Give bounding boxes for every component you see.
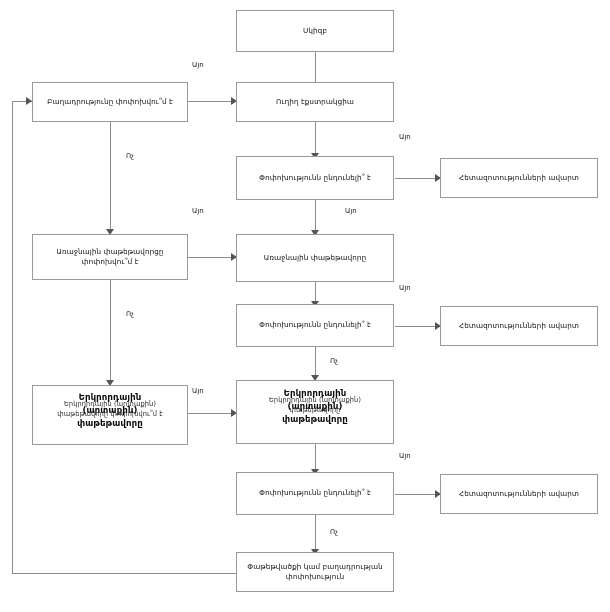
arrowhead-primarychanged-down	[106, 380, 114, 386]
node-research-end-3-label: Հետազոտությունների ավարտ	[458, 488, 579, 498]
edge-label-no-acceptable2: Ոչ	[330, 357, 338, 365]
edge-label-yes-start-to-composition: Այո	[192, 61, 204, 69]
node-change-acceptable-1-label: Փոփոխությունն ընդունելի՞ է	[259, 172, 371, 182]
node-pack-or-composition-change-label: Փաթեթվածքի կամ բաղադրության փոփոխություն	[247, 561, 383, 581]
arrowhead-composition-down	[106, 229, 114, 235]
arrowhead-primarychanged-to-primarypack	[231, 253, 237, 261]
node-composition-changed-label: Բաղադրությունը փոփոխվու՞մ է	[47, 96, 173, 106]
arrowhead-acceptable2-to-end2	[435, 322, 441, 330]
arrowhead-feedback-into-composition	[26, 97, 32, 105]
edge-label-no-composition-down: Ոչ	[126, 152, 134, 160]
node-research-end-1-label: Հետազոտությունների ավարտ	[458, 172, 579, 182]
node-research-end-2[interactable]: Հետազոտությունների ավարտ	[440, 306, 598, 346]
node-primary-pack-changed-label: Առաջնային փաթեթավորցը փոփոխվու՞մ է	[56, 246, 164, 266]
edge-label-yes-primary-changed: Այո	[192, 207, 204, 215]
edge-label-no-acceptable3: Ոչ	[330, 528, 338, 536]
arrowhead-composition-to-direct	[231, 97, 237, 105]
node-change-acceptable-1[interactable]: Փոփոխությունն ընդունելի՞ է	[236, 156, 394, 200]
arrowhead-acceptable1-down	[311, 230, 319, 236]
arrowhead-acceptable3-to-end3	[435, 490, 441, 498]
node-primary-pack-changed[interactable]: Առաջնային փաթեթավորցը փոփոխվու՞մ է	[32, 234, 188, 280]
connector-feedback-bottom	[12, 573, 236, 574]
edge-label-yes-acceptable2: Այո	[399, 284, 411, 292]
node-composition-changed[interactable]: Բաղադրությունը փոփոխվու՞մ է	[32, 82, 188, 122]
connector-start-to-direct	[315, 52, 316, 85]
node-secondary-pack-secondary-label: Երկրորդային (արտաքին) փաթեթավորը	[268, 396, 361, 414]
connector-composition-to-direct	[188, 101, 236, 102]
node-pack-or-composition-change[interactable]: Փաթեթվածքի կամ բաղադրության փոփոխություն	[236, 552, 394, 592]
node-secondary-pack-changed-primary-label: Երկրորդային (արտաքին) փաթեթավորը	[77, 393, 143, 429]
node-start[interactable]: Սկիզբ	[236, 10, 394, 52]
connector-composition-down	[110, 122, 111, 232]
connector-direct-to-acceptable1	[315, 122, 316, 156]
connector-acceptable3-down	[315, 515, 316, 552]
node-primary-pack-label: Առաջնային փաթեթավորը	[263, 252, 367, 262]
node-change-acceptable-3-label: Փոփոխությունն ընդունելի՞ է	[259, 488, 371, 498]
node-secondary-pack-primary-label: Երկրորդային (արտաքին) փաթեթավորը	[282, 389, 348, 425]
edge-label-yes-acceptable3: Այո	[399, 452, 411, 460]
connector-acceptable2-down	[315, 347, 316, 378]
connector-acceptable1-down	[315, 200, 316, 233]
connector-feedback-vertical	[12, 101, 13, 573]
edge-label-yes-secondary-changed: Այո	[192, 387, 204, 395]
node-secondary-pack[interactable]: Երկրորդային (արտաքին) փաթեթավորը Երկրորդ…	[236, 380, 394, 444]
connector-secondarypack-to-acceptable3	[315, 444, 316, 472]
arrowhead-secondarychanged-to-secondarypack	[231, 409, 237, 417]
node-research-end-3[interactable]: Հետազոտությունների ավարտ	[440, 474, 598, 514]
node-change-acceptable-2-label: Փոփոխությունն ընդունելի՞ է	[259, 320, 371, 330]
connector-acceptable3-to-end3	[395, 494, 440, 495]
node-change-acceptable-2[interactable]: Փոփոխությունն ընդունելի՞ է	[236, 304, 394, 347]
connector-feedback-into-composition	[12, 101, 32, 102]
node-start-label: Սկիզբ	[303, 25, 327, 35]
edge-label-yes-primary-to-pack: Այո	[345, 207, 357, 215]
node-research-end-2-label: Հետազոտությունների ավարտ	[458, 320, 579, 330]
arrowhead-acceptable2-down	[311, 375, 319, 381]
node-secondary-pack-changed-secondary-label: Երկրորդային (արտաքին) փաթեթավորը փոփոխվո…	[57, 400, 163, 418]
connector-primarychanged-to-primarypack	[188, 257, 236, 258]
node-direct-extraction-label: Ուղիղ էքստրակցիա	[276, 96, 354, 106]
connector-acceptable1-to-end1	[395, 178, 440, 179]
node-primary-pack[interactable]: Առաջնային փաթեթավորը	[236, 234, 394, 282]
connector-secondarychanged-to-secondarypack	[188, 413, 236, 414]
node-direct-extraction[interactable]: Ուղիղ էքստրակցիա	[236, 82, 394, 122]
node-secondary-pack-changed[interactable]: Երկրորդային (արտաքին) փաթեթավորը Երկրորդ…	[32, 385, 188, 445]
edge-label-no-primary-down: Ոչ	[126, 310, 134, 318]
arrowhead-acceptable1-to-end1	[435, 174, 441, 182]
connector-primarypack-to-acceptable2	[315, 282, 316, 304]
node-research-end-1[interactable]: Հետազոտությունների ավարտ	[440, 158, 598, 198]
connector-acceptable2-to-end2	[395, 326, 440, 327]
connector-primarychanged-down	[110, 280, 111, 383]
edge-label-yes-acceptable1: Այո	[399, 133, 411, 141]
node-change-acceptable-3[interactable]: Փոփոխությունն ընդունելի՞ է	[236, 472, 394, 515]
